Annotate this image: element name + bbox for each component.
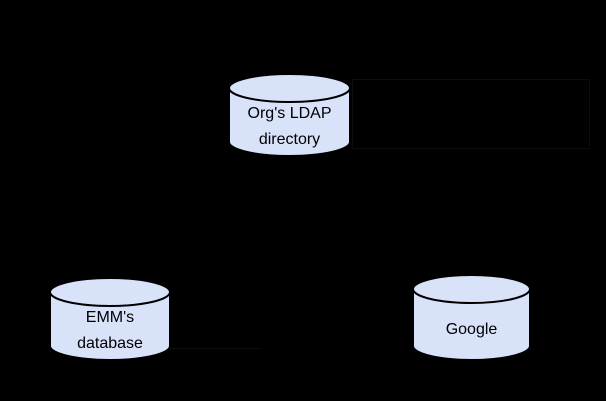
cylinder-shape <box>49 277 171 361</box>
cylinder-label: Google <box>412 304 531 361</box>
label-line: Google <box>445 320 498 338</box>
label-line: Org's LDAP <box>247 105 332 122</box>
faint-connector-line <box>171 348 261 349</box>
cylinder-shape <box>228 73 351 157</box>
faint-connector-box <box>352 79 590 149</box>
database-cylinder-google: Google <box>412 274 531 361</box>
database-cylinder-emm: EMM's database <box>49 277 171 361</box>
cylinder-label: EMM's database <box>49 307 171 361</box>
database-cylinder-ldap: Org's LDAP directory <box>228 73 351 157</box>
label-line: database <box>77 335 143 352</box>
cylinder-label: Org's LDAP directory <box>228 103 351 157</box>
cylinder-shape <box>412 274 531 361</box>
label-line: directory <box>258 131 321 148</box>
label-line: EMM's <box>85 309 135 326</box>
